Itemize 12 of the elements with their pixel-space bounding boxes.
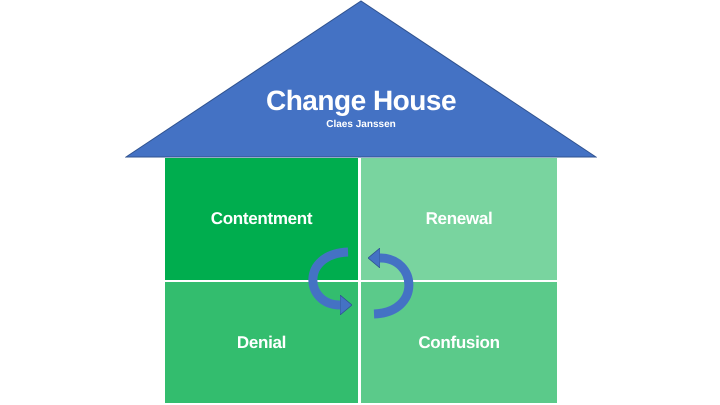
quadrant-panel (165, 158, 358, 280)
author-name: Claes Janssen (326, 119, 396, 131)
quadrant-label: Contentment (210, 209, 312, 229)
house-title: Change House (266, 84, 456, 118)
quadrant-panel (361, 158, 557, 280)
quadrant-label: Denial (236, 332, 286, 352)
curved-arrow (368, 248, 414, 318)
quadrant-panel (361, 282, 557, 403)
roof-triangle (125, 0, 597, 158)
quadrant-label: Renewal (426, 209, 492, 229)
quadrant-label: Confusion (418, 332, 500, 352)
quadrant-panel (165, 282, 358, 403)
